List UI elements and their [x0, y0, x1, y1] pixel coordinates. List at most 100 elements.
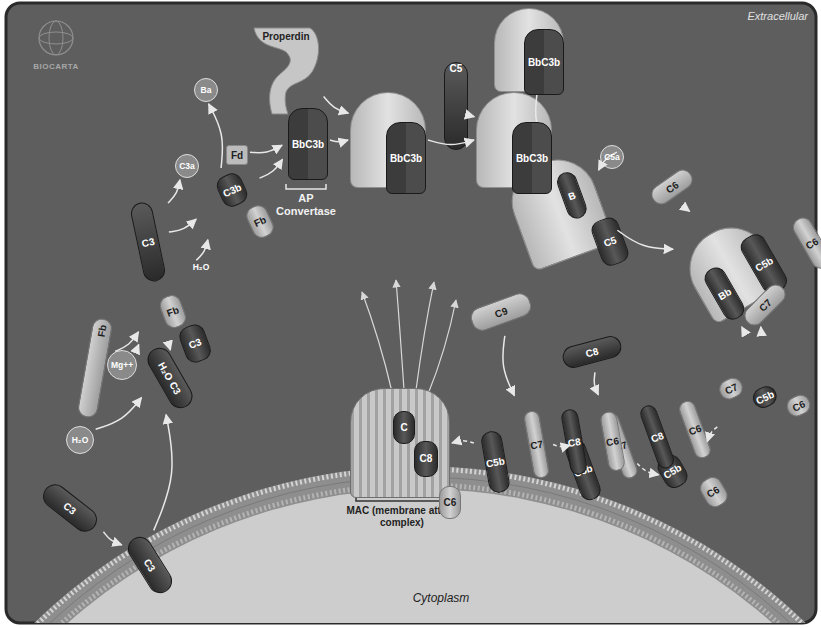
protein-cylinder: C5	[444, 62, 468, 150]
molecule-name: C7	[716, 374, 746, 402]
reaction-arrow	[250, 145, 282, 152]
reaction-arrow	[136, 345, 139, 349]
logo-text: BIOCARTA	[16, 62, 96, 71]
protein-complex: C3bFb	[198, 170, 258, 238]
factor-box: Fd	[226, 145, 248, 165]
molecule-name: C8	[560, 408, 588, 476]
molecule-name: C6	[439, 486, 461, 519]
efflux-arrow	[416, 282, 434, 390]
reaction-arrow	[741, 326, 743, 328]
reaction-arrow	[428, 140, 474, 145]
molecule-name: C6	[789, 214, 821, 272]
molecule-name: BbC3b	[386, 122, 426, 194]
molecule-name: BbC3b	[524, 29, 564, 95]
convertase-complex: BbC3b	[494, 8, 564, 92]
convertase-complex: BbC3b	[350, 92, 426, 188]
molecule-name: C3	[168, 379, 184, 396]
molecule-name: Mg++	[111, 360, 133, 370]
molecule-name: C3b	[213, 170, 250, 210]
protein-complex: BbC3b	[284, 100, 328, 180]
lipid-tails	[6, 477, 816, 623]
molecule-name: C6	[696, 473, 731, 511]
reaction-arrow	[452, 441, 474, 443]
protein-complex: C7C5bC6	[701, 329, 801, 425]
molecule-circle: H₂O	[66, 426, 94, 454]
molecule-name: Ba	[201, 85, 212, 95]
reaction-arrow	[470, 114, 475, 117]
properdin-shape	[254, 28, 319, 114]
efflux-arrow	[362, 292, 392, 392]
reaction-arrow	[688, 210, 690, 211]
reaction-arrow	[637, 463, 658, 474]
molecule-name: C3	[142, 557, 158, 574]
molecule-name: C8	[414, 441, 438, 477]
molecule-name: C5	[589, 215, 631, 269]
reaction-arrow	[594, 372, 598, 394]
lipid-heads-inner	[6, 485, 816, 623]
reaction-arrow	[154, 415, 172, 531]
reaction-arrow	[103, 532, 121, 545]
molecule-name: Properdin	[262, 31, 309, 42]
properdin-shape: Properdin	[250, 26, 322, 116]
molecule-circle: C5a	[600, 145, 624, 169]
efflux-arrow	[428, 300, 456, 394]
molecule-circle: Ba	[194, 78, 218, 102]
reaction-arrow	[209, 104, 223, 168]
membrane-attack-complex: CC8C6	[350, 388, 450, 498]
molecule-name: C6	[664, 179, 681, 195]
reaction-arrow	[96, 398, 142, 430]
molecule-name: C5a	[604, 152, 620, 162]
molecule-name: C5b	[480, 430, 511, 495]
reaction-arrow	[760, 327, 761, 332]
molecule-name: C6	[676, 398, 713, 460]
region-label: Cytoplasm	[386, 592, 496, 606]
molecule-name: C6	[783, 391, 813, 419]
molecule-name: C7	[757, 297, 774, 314]
molecule-name: C3	[62, 500, 79, 517]
molecule-name: H₂O	[156, 360, 175, 382]
reaction-arrow	[617, 230, 673, 249]
molecule-name: C5	[450, 63, 463, 74]
molecule-name: C8	[638, 403, 676, 471]
reaction-arrow	[169, 219, 196, 232]
protein-cylinder: C8	[560, 334, 624, 371]
molecule-name: C7	[523, 410, 551, 480]
logo-globe	[39, 21, 73, 55]
molecule-circle: Mg++	[107, 350, 137, 380]
reaction-arrow	[553, 444, 570, 446]
molecule-circle: C3a	[175, 154, 199, 178]
reaction-arrow	[169, 341, 171, 350]
protein-cylinder: C3	[129, 201, 167, 284]
molecule-name: C3	[141, 235, 156, 248]
reaction-arrow	[707, 427, 717, 442]
bracket	[286, 184, 326, 189]
protein-cylinder: C9	[468, 290, 534, 334]
molecule-name: Fb	[95, 324, 108, 338]
molecule-name: Fb	[157, 292, 189, 331]
reaction-arrow	[599, 152, 617, 170]
reaction-arrow	[324, 96, 349, 113]
protein-complex: C5bC7C8C6	[476, 398, 568, 489]
convertase-complex: BbC3b	[476, 92, 552, 188]
molecule-name: Fd	[231, 150, 243, 161]
molecule-name: C9	[493, 305, 509, 320]
molecule-name: C8	[584, 345, 599, 359]
logo-globe	[39, 32, 73, 44]
complex-label: AP Convertase	[272, 192, 340, 217]
molecule-name: C3a	[179, 161, 195, 171]
molecule-name: Fb	[243, 202, 277, 241]
reaction-arrow	[168, 180, 180, 203]
molecule-name: C	[393, 411, 415, 444]
molecule-name: B	[554, 169, 589, 221]
molecule-name: C3	[177, 322, 214, 365]
protein-cylinder: C3	[123, 532, 176, 597]
molecule-name: C5b	[750, 383, 780, 411]
reaction-arrow	[536, 94, 547, 146]
molecule-name: H₂O	[187, 262, 215, 272]
molecule-name: BbC3b	[288, 108, 328, 180]
